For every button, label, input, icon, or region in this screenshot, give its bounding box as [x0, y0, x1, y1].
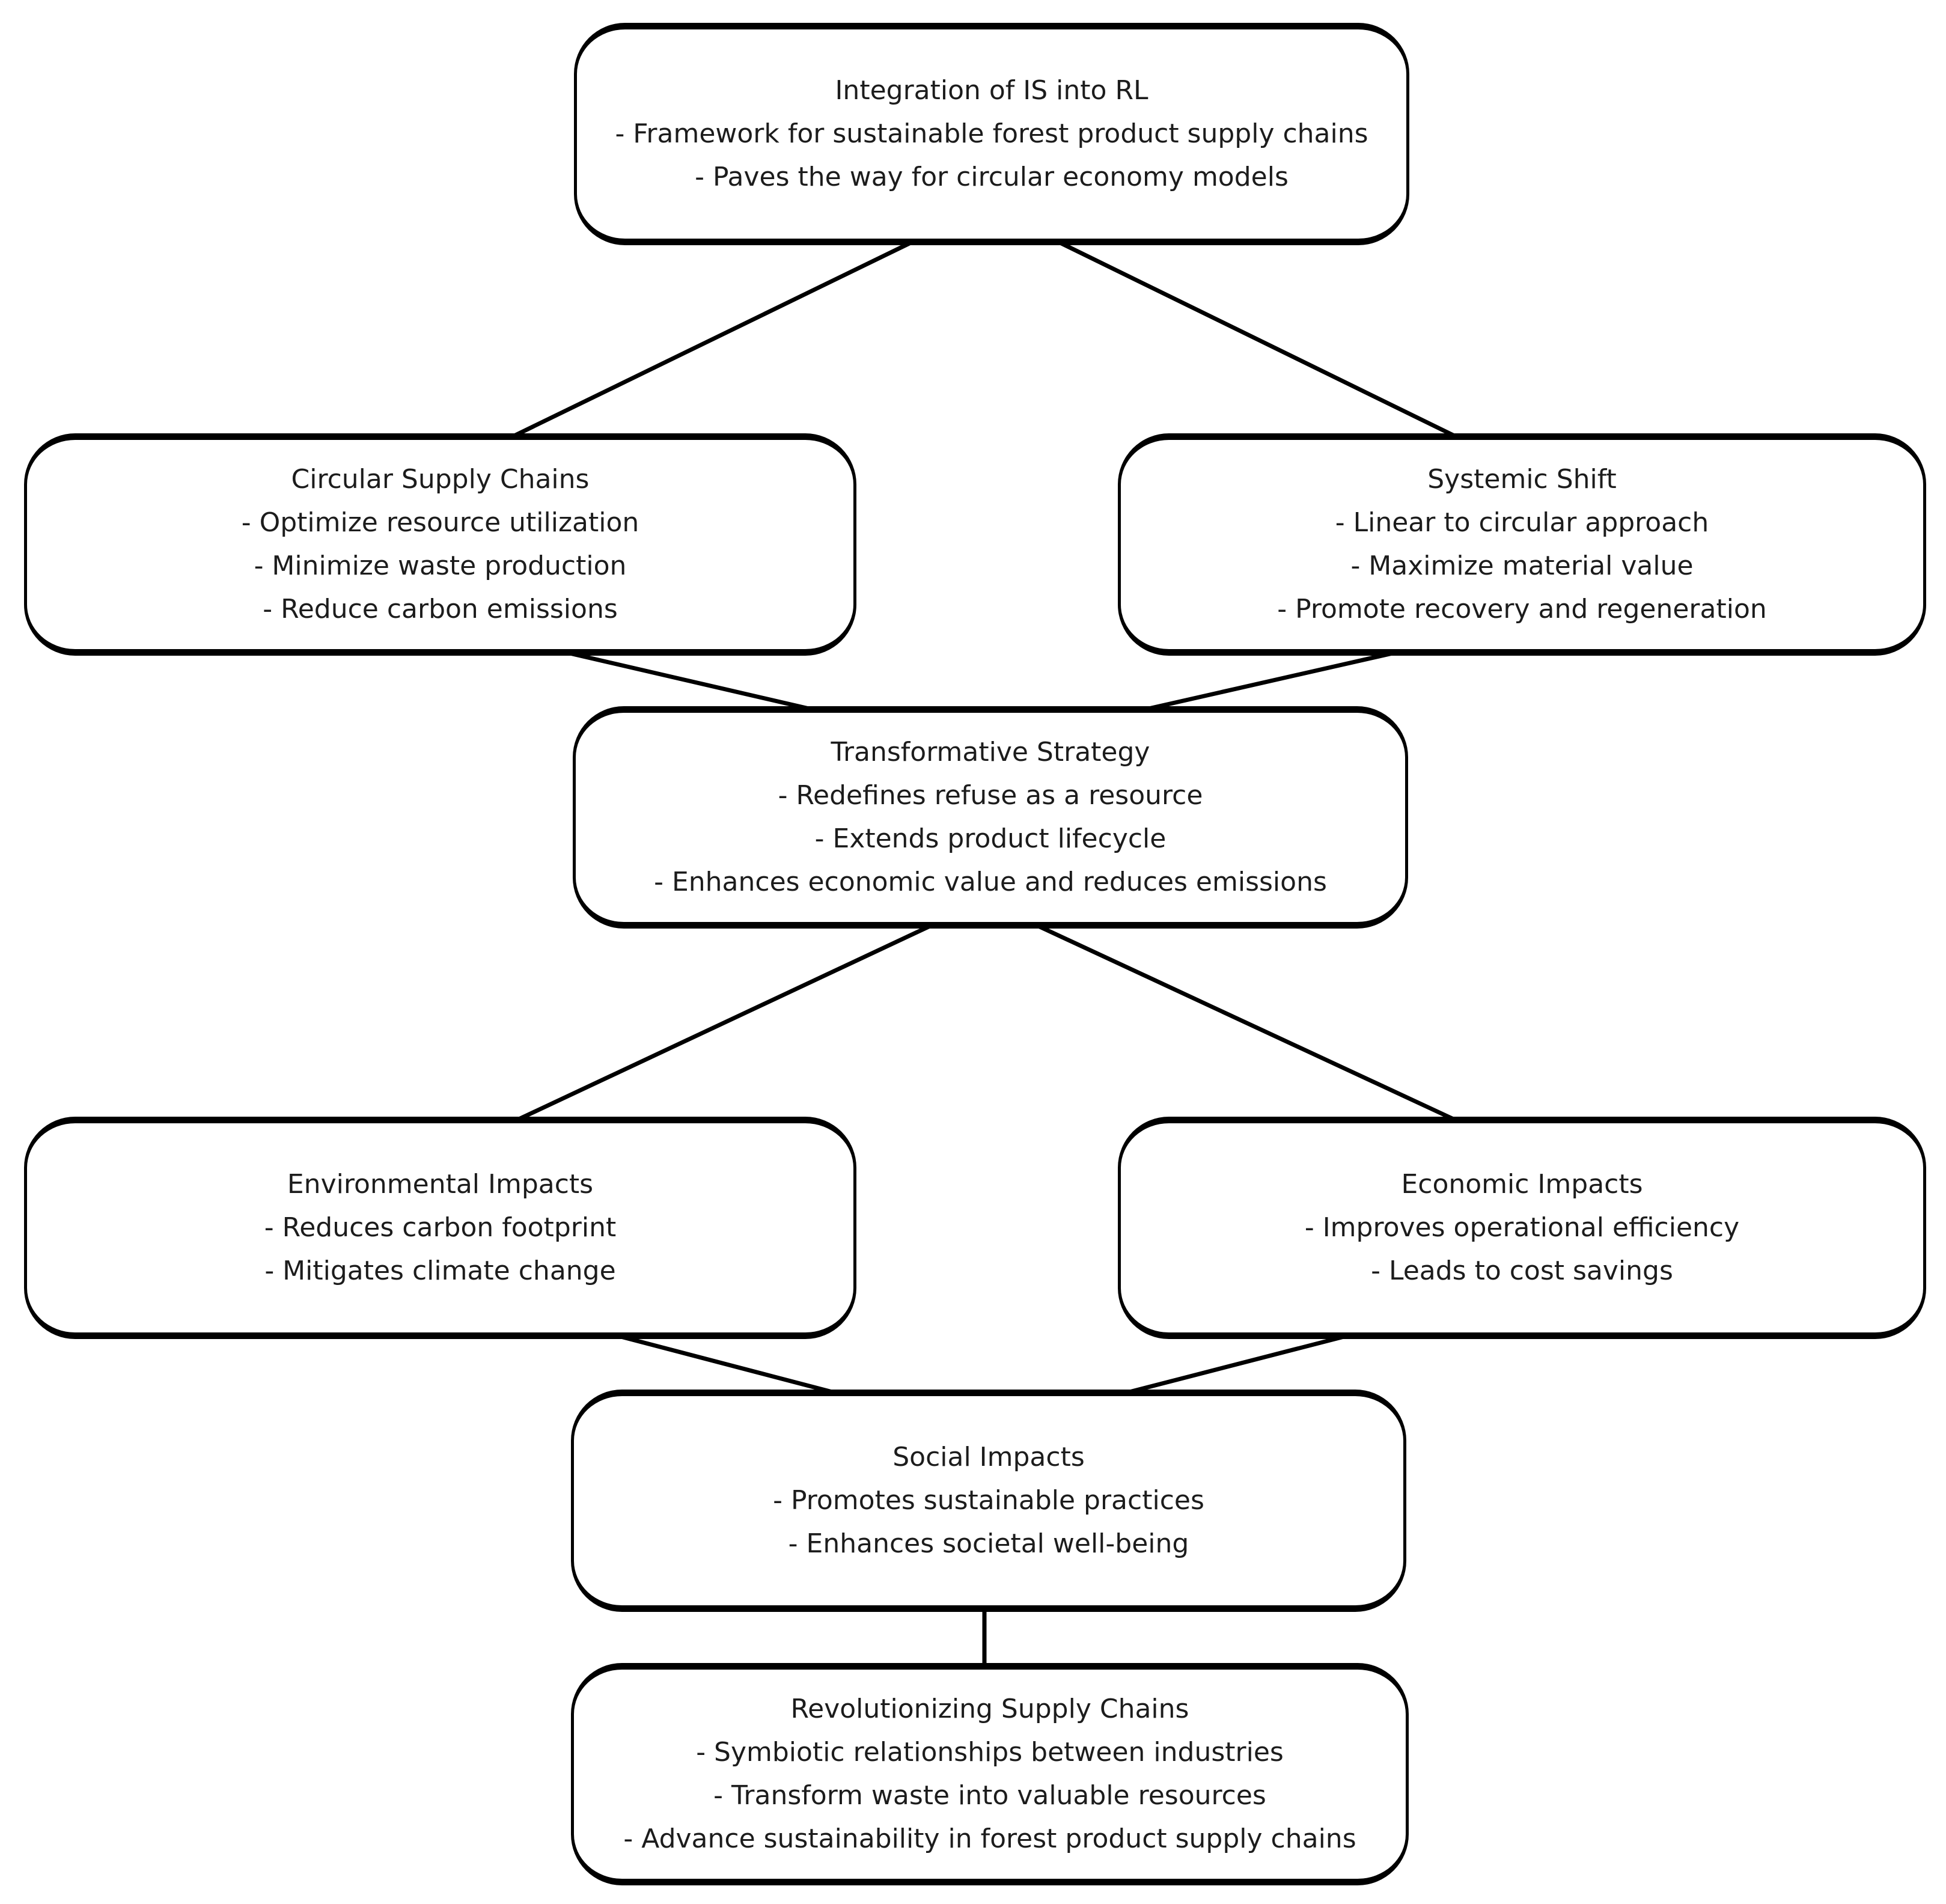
node-text-block: Transformative Strategy - Redefines refu…: [576, 731, 1405, 904]
node-bullet: - Promotes sustainable practices: [773, 1485, 1204, 1516]
node-bullet: - Linear to circular approach: [1335, 507, 1709, 538]
node-bullet: - Paves the way for circular economy mod…: [695, 162, 1289, 192]
node-title: Transformative Strategy: [831, 737, 1150, 767]
edge-transformative-to-environmental-arrow: [452, 892, 999, 1153]
node-bullet: - Leads to cost savings: [1371, 1256, 1673, 1286]
node-social-impacts: Social Impacts - Promotes sustainable pr…: [571, 1390, 1406, 1612]
node-integration: Integration of IS into RL - Framework fo…: [574, 23, 1409, 245]
node-bullet: - Reduces carbon footprint: [264, 1212, 617, 1243]
node-text-block: Systemic Shift - Linear to circular appr…: [1121, 458, 1923, 631]
node-text-block: Economic Impacts - Improves operational …: [1121, 1163, 1923, 1293]
node-title: Revolutionizing Supply Chains: [790, 1694, 1189, 1724]
node-bullet: - Mitigates climate change: [264, 1256, 616, 1286]
node-title: Social Impacts: [892, 1442, 1085, 1472]
node-bullet: - Improves operational efficiency: [1304, 1212, 1740, 1243]
node-text-block: Integration of IS into RL - Framework fo…: [577, 69, 1406, 199]
node-bullet: - Framework for sustainable forest produ…: [615, 118, 1368, 149]
node-environmental-impacts: Environmental Impacts - Reduces carbon f…: [24, 1117, 856, 1339]
node-text-block: Environmental Impacts - Reduces carbon f…: [27, 1163, 853, 1293]
node-title: Economic Impacts: [1401, 1169, 1643, 1200]
node-title: Environmental Impacts: [287, 1169, 594, 1200]
node-bullet: - Maximize material value: [1350, 551, 1694, 581]
node-title: Integration of IS into RL: [835, 75, 1148, 106]
node-bullet: - Minimize waste production: [254, 551, 627, 581]
node-bullet: - Redefines refuse as a resource: [778, 780, 1203, 811]
node-title: Circular Supply Chains: [291, 464, 590, 495]
node-bullet: - Promote recovery and regeneration: [1277, 594, 1767, 624]
node-bullet: - Transform waste into valuable resource…: [713, 1780, 1266, 1811]
edge-transformative-to-economic-arrow: [969, 892, 1521, 1154]
node-title: Systemic Shift: [1427, 464, 1617, 495]
node-transformative-strategy: Transformative Strategy - Redefines refu…: [573, 706, 1408, 929]
node-systemic-shift: Systemic Shift - Linear to circular appr…: [1118, 433, 1926, 656]
node-bullet: - Enhances economic value and reduces em…: [654, 867, 1327, 897]
node-text-block: Social Impacts - Promotes sustainable pr…: [574, 1436, 1403, 1566]
node-bullet: - Symbiotic relationships between indust…: [696, 1737, 1284, 1768]
node-economic-impacts: Economic Impacts - Improves operational …: [1118, 1117, 1926, 1339]
node-circular-supply-chains: Circular Supply Chains - Optimize resour…: [24, 433, 856, 656]
node-revolutionizing-supply-chains: Revolutionizing Supply Chains - Symbioti…: [571, 1663, 1409, 1885]
node-text-block: Circular Supply Chains - Optimize resour…: [27, 458, 853, 631]
node-text-block: Revolutionizing Supply Chains - Symbioti…: [574, 1688, 1406, 1861]
node-bullet: - Reduce carbon emissions: [263, 594, 618, 624]
node-bullet: - Enhances societal well-being: [788, 1528, 1189, 1559]
node-bullet: - Advance sustainability in forest produ…: [623, 1823, 1356, 1854]
node-bullet: - Extends product lifecycle: [814, 823, 1167, 854]
node-bullet: - Optimize resource utilization: [241, 507, 639, 538]
